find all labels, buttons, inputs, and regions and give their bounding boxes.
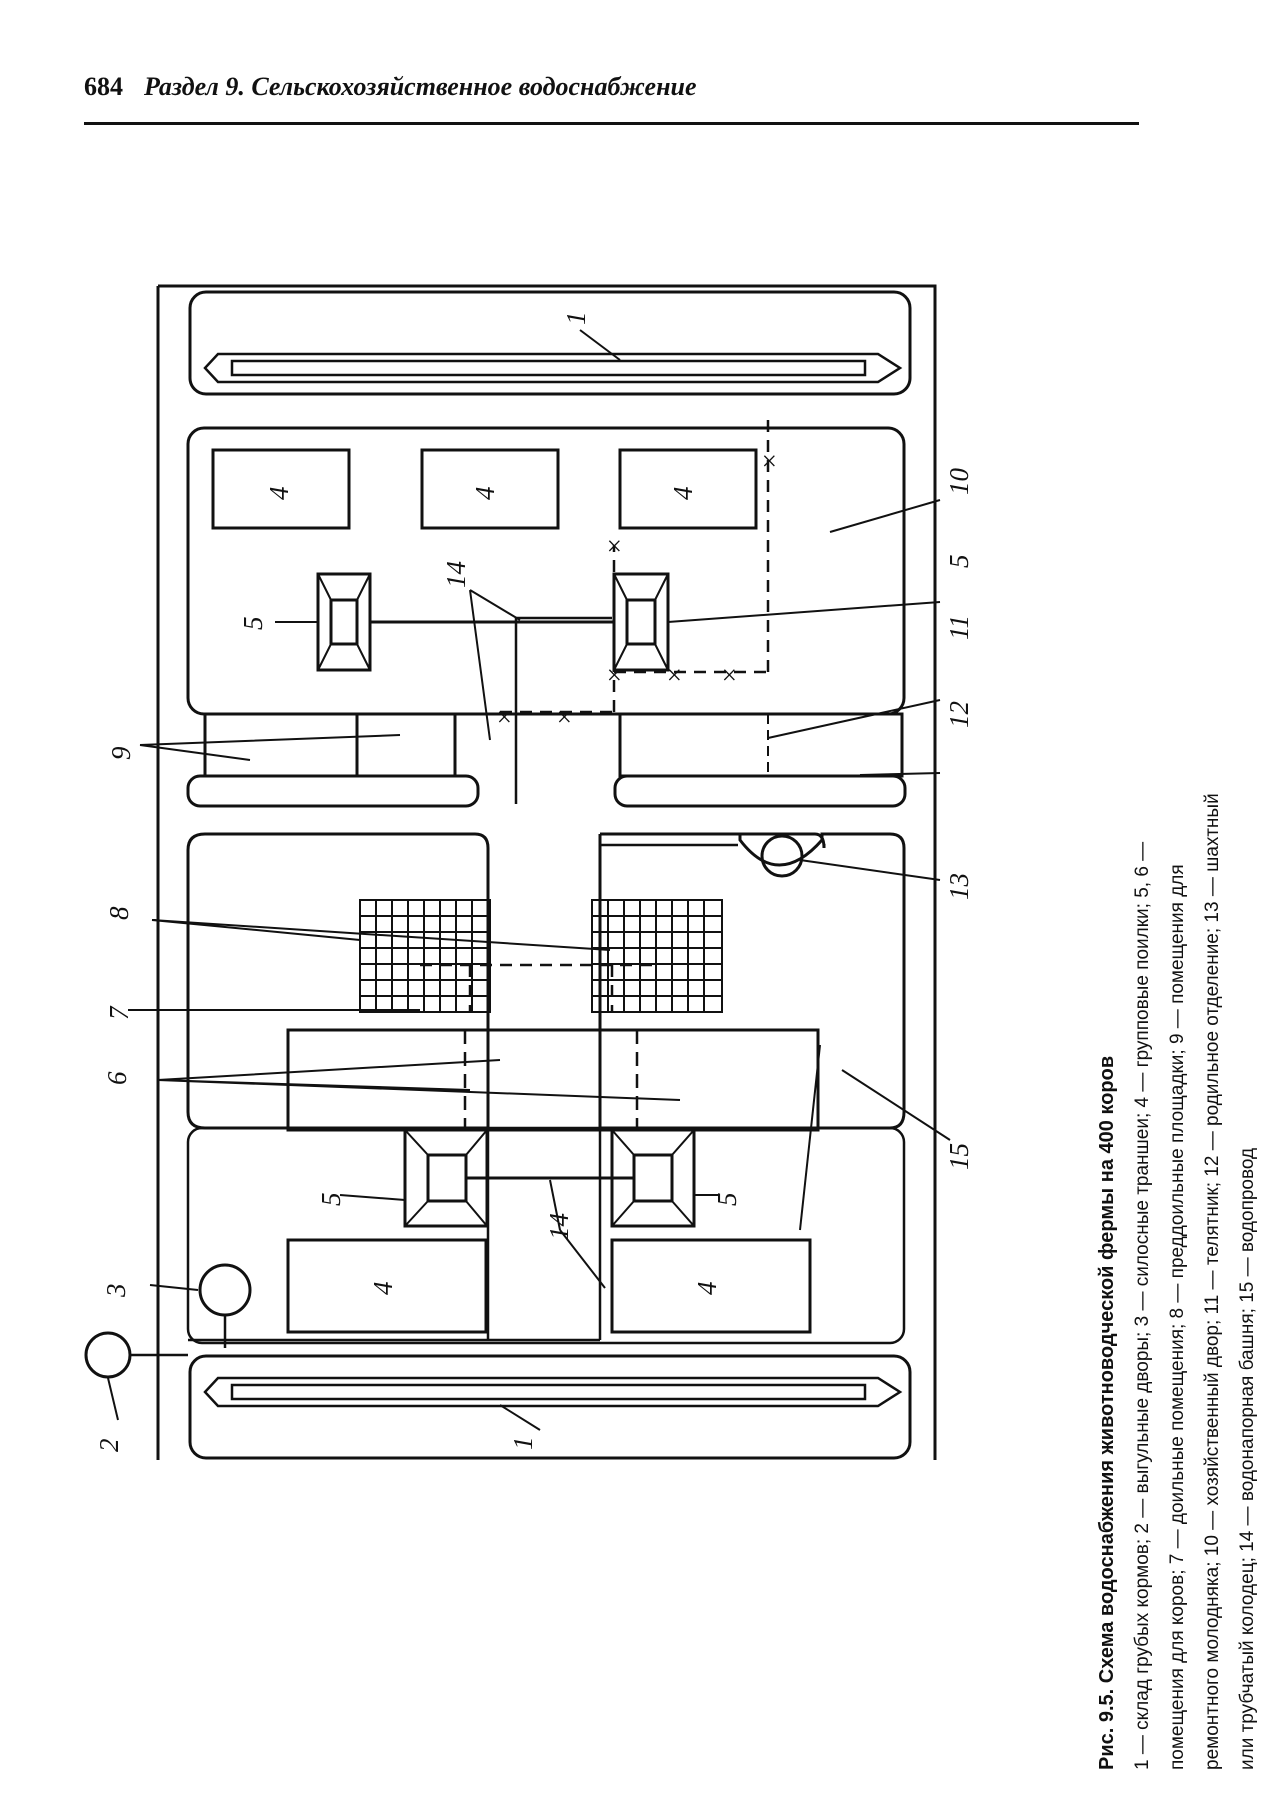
label-5-d: 5 [944,555,974,569]
platform-8-right [591,899,723,1013]
svg-text:×: × [555,702,573,732]
yard-strip-right [613,774,907,808]
label-14-lower: 14 [544,1213,574,1240]
label-10: 10 [944,468,974,496]
page-header: 684 Раздел 9. Сельскохозяйственное водос… [84,72,1144,132]
yard-2 [84,1331,132,1379]
label-4-b: 4 [470,487,500,501]
pipe-x-markers: × × × × × × × [495,446,778,732]
cowshed-6 [286,1028,820,1132]
site-boundary [156,284,937,1460]
label-12: 12 [944,701,974,728]
running-title: Раздел 9. Сельскохозяйственное водоснабж… [144,72,697,101]
drinker-4-e [610,1238,812,1334]
storage-1-top-trough [203,352,903,384]
caption-legend: 1 — склад грубых кормов; 2 — выгульные д… [1132,793,1258,1770]
pavilion-5-upper-right [612,572,670,672]
pipe-dashed-upper [500,420,770,714]
yard-strip-left [186,774,480,808]
label-8: 8 [104,906,134,920]
label-7: 7 [104,1005,134,1020]
label-5-c: 5 [712,1193,742,1207]
label-9: 9 [106,746,136,760]
figure-caption: Рис. 9.5. Схема водоснабжения животновод… [1090,765,1265,1770]
storage-1-bottom-trough [203,1376,903,1408]
well-13 [760,834,804,878]
caption-title: Рис. 9.5. Схема водоснабжения животновод… [1096,1055,1118,1770]
yard-lower [186,1126,906,1345]
drinker-4-c [618,448,758,530]
block-upper [186,426,906,716]
room-9 [203,712,457,778]
label-4-e: 4 [692,1282,722,1296]
svg-text:×: × [605,531,623,561]
svg-text:×: × [495,702,513,732]
storage-1-bottom [188,1354,912,1460]
label-15: 15 [944,1143,974,1170]
label-13: 13 [944,873,974,900]
storage-1-top [188,290,912,396]
label-14-upper: 14 [441,561,471,588]
pavilion-5-upper-left [316,572,372,672]
label-4-c: 4 [668,487,698,501]
header-rule [84,122,1139,125]
svg-text:×: × [720,660,738,690]
label-4-d: 4 [368,1282,398,1296]
label-1-bottom: 1 [508,1437,538,1451]
label-2: 2 [94,1439,124,1453]
label-3: 3 [101,1284,131,1299]
label-4-a: 4 [264,487,294,501]
block-lower-right [600,832,906,1130]
farm-water-supply-diagram: × × × × × × × 1 1 2 3 4 4 4 4 4 5 5 5 5 … [84,284,974,1460]
svg-text:×: × [605,660,623,690]
label-5-a: 5 [238,617,268,631]
page-number: 684 [84,72,123,101]
svg-text:×: × [665,660,683,690]
room-11-12 [618,712,904,778]
label-6: 6 [102,1071,132,1085]
label-5-b: 5 [316,1193,346,1207]
pipe-dashed-middle [420,963,660,1012]
label-1-top: 1 [561,312,591,326]
label-11: 11 [944,615,974,640]
platform-8-left [359,899,491,1013]
drinker-4-b [420,448,560,530]
drinker-4-d [286,1238,488,1334]
drinker-4-a [211,448,351,530]
silo-3 [198,1263,252,1317]
svg-text:×: × [760,446,778,476]
